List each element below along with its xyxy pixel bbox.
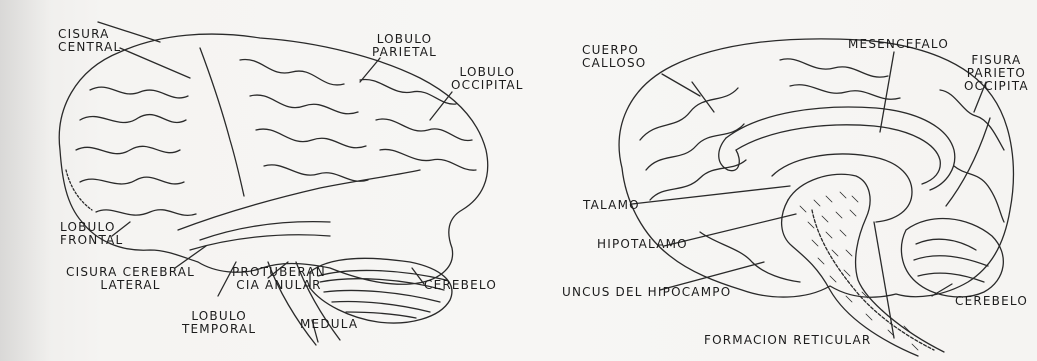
label-lobulo-occipital: LOBULO OCCIPITAL <box>451 66 524 92</box>
label-mesencefalo: MESENCEFALO <box>848 38 949 51</box>
label-cisura-cerebral-lateral: CISURA CEREBRAL LATERAL <box>66 266 195 292</box>
label-uncus-del-hipocampo: UNCUS DEL HIPOCAMPO <box>562 286 731 299</box>
label-line: TEMPORAL <box>182 323 256 336</box>
label-cerebelo-right: CEREBELO <box>955 295 1028 308</box>
label-line: OCCIPITAL <box>451 79 524 92</box>
label-line: LATERAL <box>66 279 195 292</box>
label-medula: MEDULA <box>300 318 358 331</box>
label-lobulo-frontal: LOBULO FRONTAL <box>60 221 123 247</box>
label-lobulo-temporal: LOBULO TEMPORAL <box>182 310 256 336</box>
label-fisura-parieto-occipital: FISURA PARIETO OCCIPITA <box>964 54 1029 93</box>
label-line: OCCIPITA <box>964 80 1029 93</box>
label-line: CIA ANULAR <box>232 279 326 292</box>
label-line: FRONTAL <box>60 234 123 247</box>
label-protuberancia-anular: PROTUBERAN CIA ANULAR <box>232 266 326 292</box>
label-cuerpo-calloso: CUERPO CALLOSO <box>582 44 646 70</box>
label-hipotalamo: HIPOTALAMO <box>597 238 688 251</box>
label-formacion-reticular: FORMACION RETICULAR <box>704 334 871 347</box>
label-talamo: TALAMO <box>583 199 640 212</box>
label-lobulo-parietal: LOBULO PARIETAL <box>372 33 437 59</box>
label-line: CALLOSO <box>582 57 646 70</box>
label-line: PARIETAL <box>372 46 437 59</box>
label-line: CENTRAL <box>58 41 121 54</box>
label-cisura-central: CISURA CENTRAL <box>58 28 121 54</box>
label-cerebelo-left: CEREBELO <box>424 279 497 292</box>
